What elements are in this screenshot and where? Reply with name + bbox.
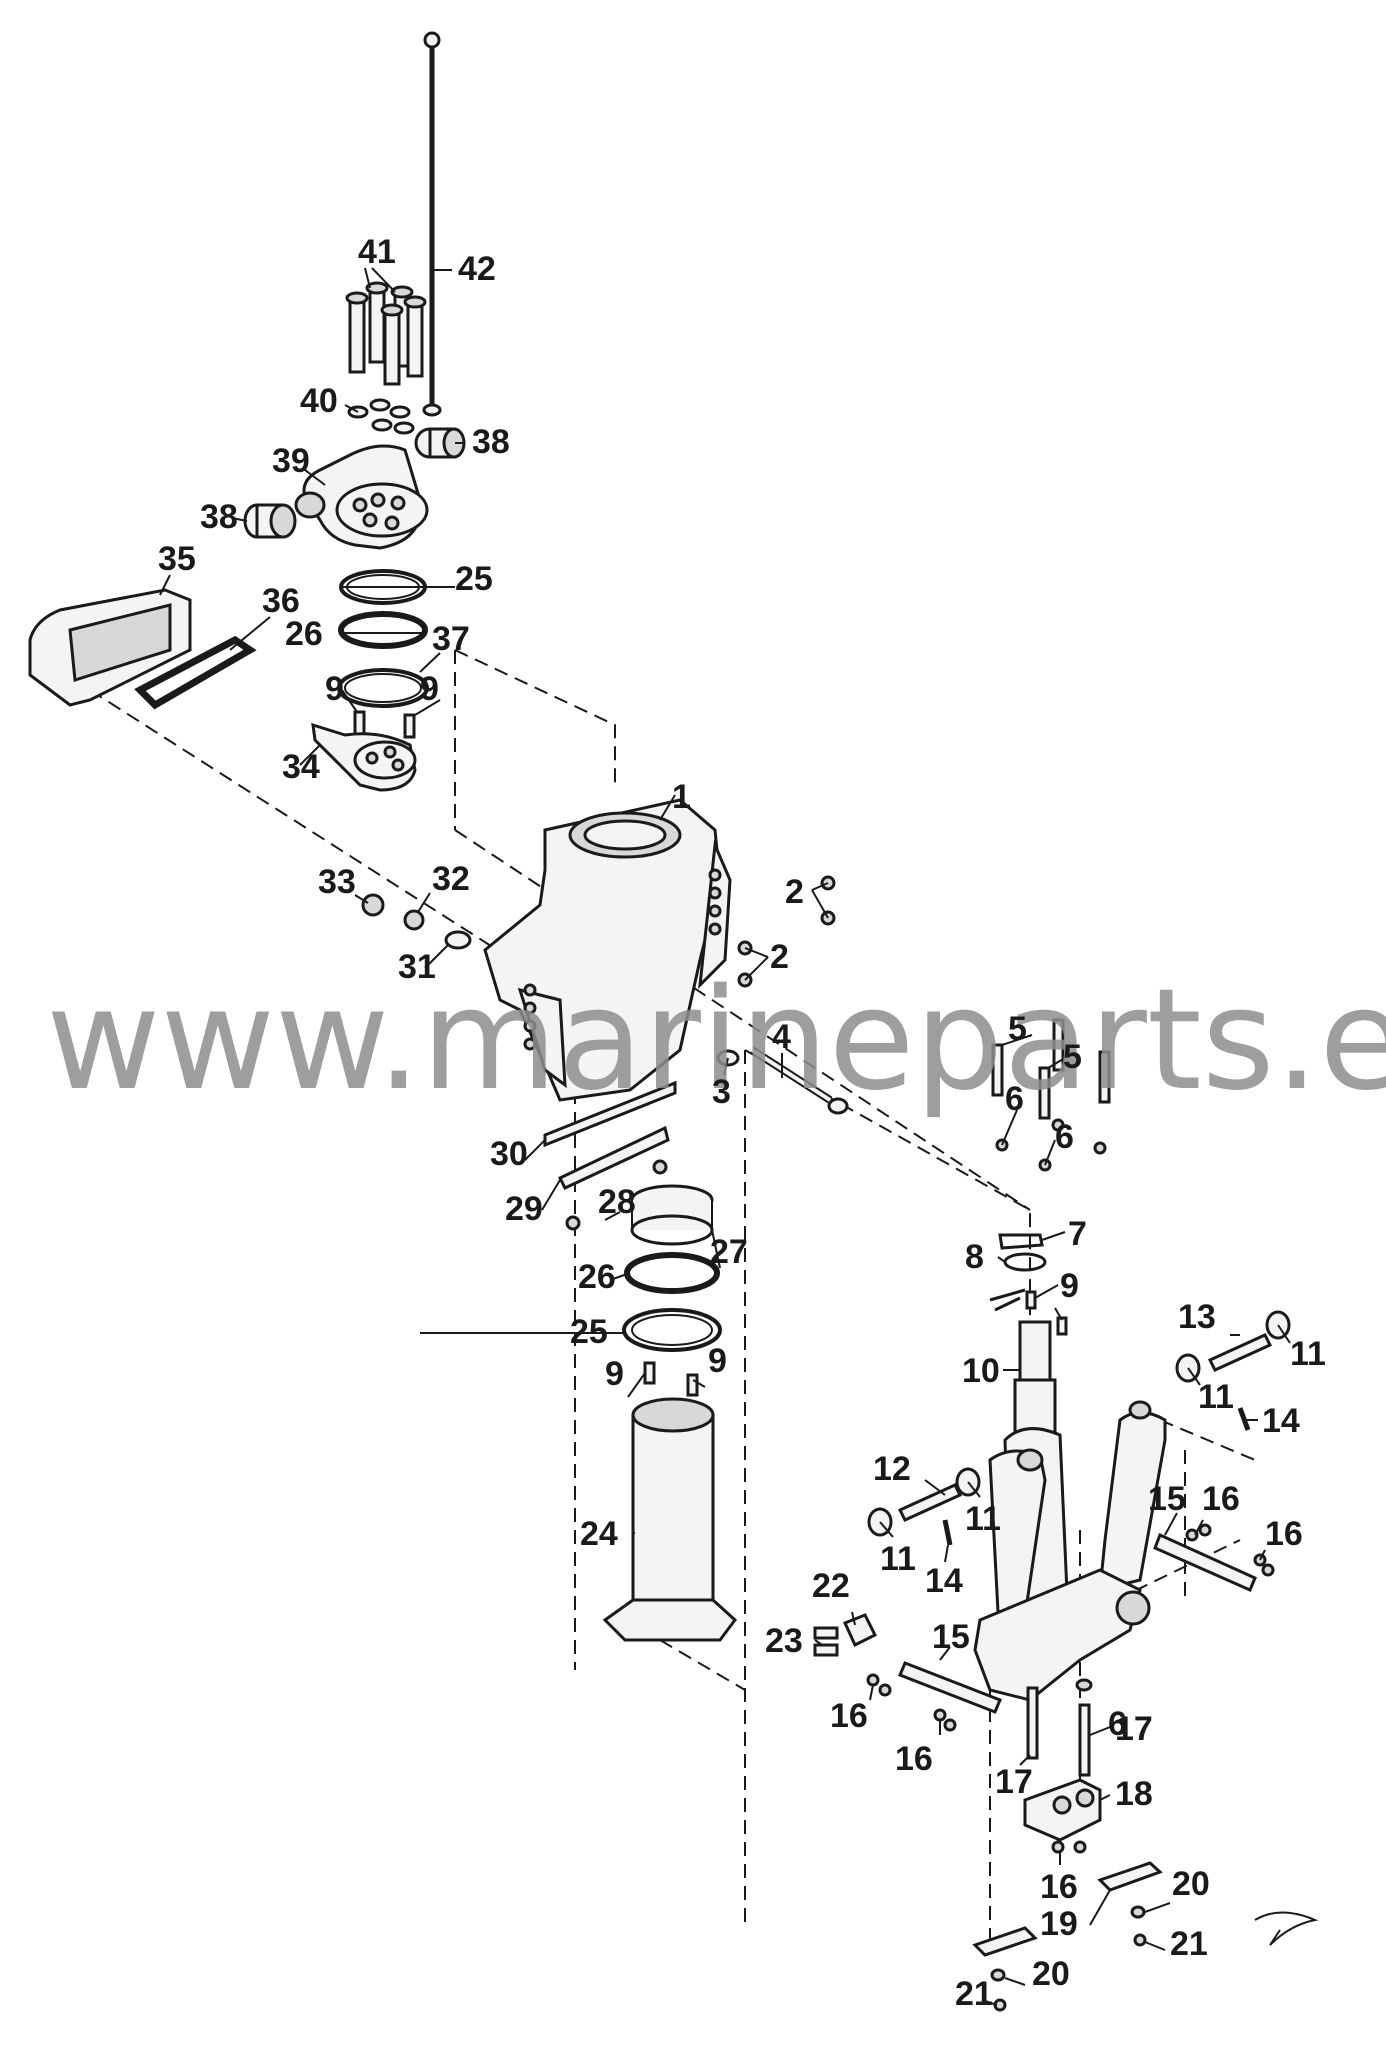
- callout-21b: 21: [955, 1975, 993, 2013]
- callout-26a: 26: [285, 615, 323, 653]
- bolts-5: [991, 1018, 1111, 1172]
- callout-17a: 17: [1115, 1710, 1153, 1748]
- callout-21a: 21: [1170, 1925, 1208, 1963]
- callout-38b: 38: [200, 498, 238, 536]
- leader-lines: [159, 267, 1291, 2006]
- callout-2b: 2: [770, 938, 789, 976]
- callout-19: 19: [1040, 1905, 1078, 1943]
- swivel-housing: [294, 444, 429, 550]
- callout-14a: 14: [1262, 1402, 1300, 1440]
- callout-16a: 16: [1202, 1480, 1240, 1518]
- main-housing: [483, 798, 732, 1102]
- callout-22: 22: [812, 1567, 850, 1605]
- bolts-17: [1026, 1678, 1093, 1777]
- washers-40: [347, 398, 415, 435]
- swivel-base: [311, 722, 417, 792]
- callout-32: 32: [432, 860, 470, 898]
- callout-37: 37: [432, 620, 470, 658]
- callout-23: 23: [765, 1622, 803, 1660]
- callout-16d: 16: [895, 1740, 933, 1778]
- pins-9-mid: [643, 1361, 699, 1397]
- callout-31: 31: [398, 948, 436, 986]
- screws-16: [866, 1523, 1275, 1854]
- logo-mark: [1254, 1911, 1319, 1946]
- callout-16c: 16: [830, 1697, 868, 1735]
- callout-5a: 5: [1008, 1010, 1027, 1048]
- anodes-19: [972, 1861, 1163, 1957]
- housing-slots: [523, 868, 722, 1051]
- callout-11d: 11: [880, 1540, 916, 1578]
- callout-9b: 9: [420, 670, 439, 708]
- callout-39: 39: [272, 442, 310, 480]
- callout-9a: 9: [325, 670, 344, 708]
- callout-34: 34: [282, 748, 320, 786]
- callout-labels: 1 2 2 3 4 5 5 6 6 6 7 8 9 9 9 9 9 10 11 …: [158, 233, 1326, 2013]
- straps-15: [898, 1532, 1257, 1714]
- bolts-41: [345, 281, 427, 386]
- callout-3: 3: [712, 1073, 731, 1111]
- callout-35: 35: [158, 540, 196, 578]
- rings-lower: [622, 1184, 722, 1352]
- callout-40: 40: [300, 382, 338, 420]
- callout-9c: 9: [605, 1355, 624, 1393]
- callout-11b: 11: [1198, 1378, 1234, 1416]
- callout-13: 13: [1178, 1298, 1216, 1336]
- callout-8: 8: [965, 1238, 984, 1276]
- callout-27: 27: [710, 1233, 748, 1271]
- dipstick: [422, 31, 442, 417]
- bushings-38: [243, 427, 466, 539]
- pivot-pin: [716, 1046, 849, 1115]
- trim-cylinder-assembly: [973, 1233, 1167, 1702]
- plates-29-30: [543, 1080, 677, 1231]
- callout-11c: 11: [965, 1500, 1001, 1538]
- callout-29: 29: [505, 1190, 543, 1228]
- callout-7: 7: [1068, 1215, 1087, 1253]
- callout-1: 1: [672, 778, 691, 816]
- callout-26b: 26: [578, 1258, 616, 1296]
- callout-6a: 6: [1005, 1080, 1024, 1118]
- callout-15a: 15: [1148, 1480, 1186, 1518]
- callout-14b: 14: [925, 1562, 963, 1600]
- callout-10: 10: [962, 1352, 1000, 1390]
- callout-11a: 11: [1290, 1335, 1326, 1373]
- cover-plate: [28, 588, 257, 710]
- callout-38a: 38: [472, 423, 510, 461]
- callout-17b: 17: [995, 1763, 1033, 1801]
- callout-5b: 5: [1063, 1038, 1082, 1076]
- callout-25a: 25: [455, 560, 493, 598]
- callout-36: 36: [262, 582, 300, 620]
- callout-2a: 2: [785, 873, 804, 911]
- callout-16e: 16: [1040, 1868, 1078, 1906]
- callout-9d: 9: [708, 1342, 727, 1380]
- steering-column: [602, 1397, 738, 1642]
- screws-14: [942, 1407, 1251, 1546]
- callout-20b: 20: [1032, 1955, 1070, 1993]
- callout-20a: 20: [1172, 1865, 1210, 1903]
- rings-upper: [337, 569, 429, 708]
- hardware-31-33: [361, 893, 472, 950]
- callout-42: 42: [458, 250, 496, 288]
- callout-16b: 16: [1265, 1515, 1303, 1553]
- callout-12: 12: [873, 1450, 911, 1488]
- callout-30: 30: [490, 1135, 528, 1173]
- callout-41: 41: [358, 233, 396, 271]
- link-22: [813, 1613, 878, 1657]
- callout-15b: 15: [932, 1618, 970, 1656]
- callout-24: 24: [580, 1515, 618, 1553]
- hardware-20-21: [990, 1905, 1147, 2012]
- callout-6c: 6: [1108, 1705, 1127, 1743]
- watermark-text: www.marineparts.eu: [46, 959, 1386, 1122]
- callout-9e: 9: [1060, 1267, 1079, 1305]
- callout-33: 33: [318, 863, 356, 901]
- callout-25b: 25: [570, 1313, 608, 1351]
- bracket-18: [1023, 1778, 1102, 1842]
- callout-18: 18: [1115, 1775, 1153, 1813]
- callout-4: 4: [772, 1018, 791, 1056]
- callout-6b: 6: [1055, 1118, 1074, 1156]
- callout-28: 28: [598, 1183, 636, 1221]
